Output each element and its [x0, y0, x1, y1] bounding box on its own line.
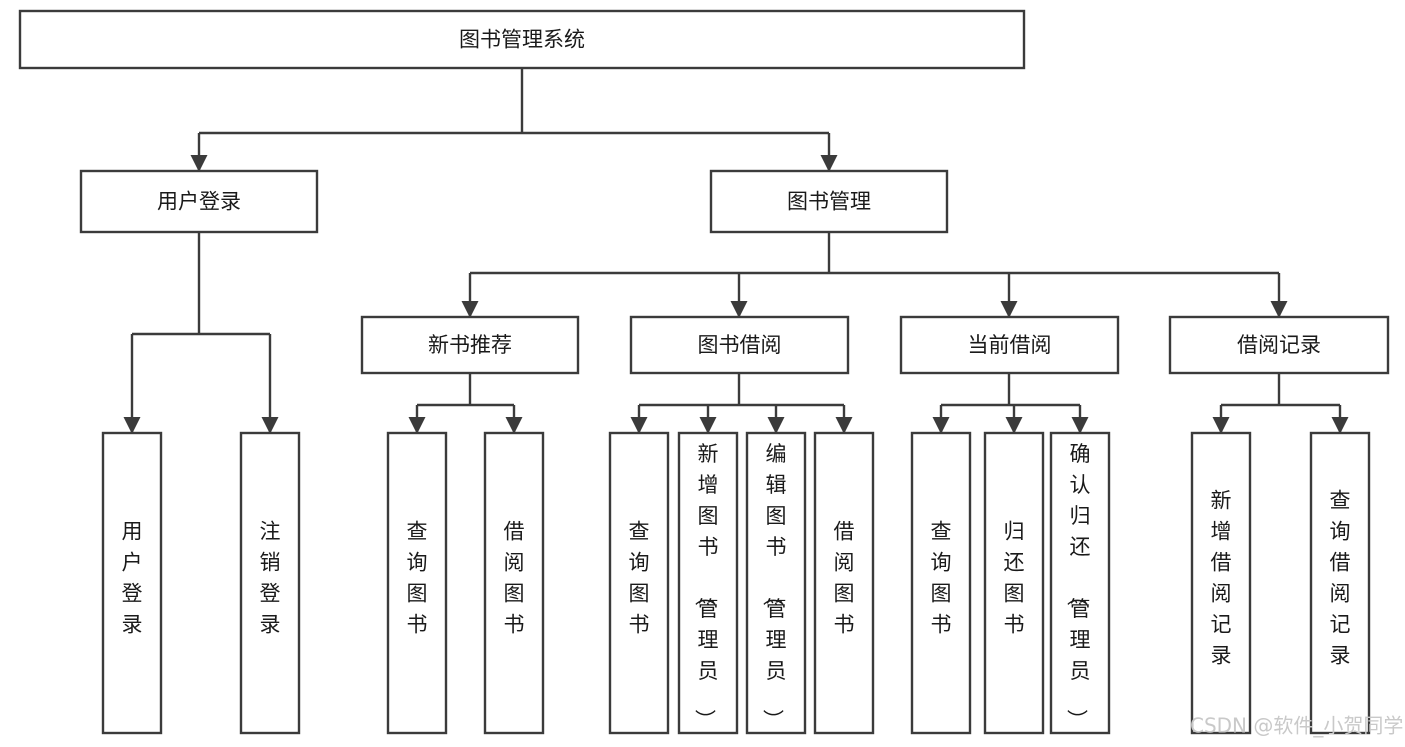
- node-leaf-query-book-current[interactable]: 查询图书: [910, 431, 972, 735]
- node-box[interactable]: [608, 431, 670, 735]
- node-label: 借阅记录: [1237, 333, 1321, 357]
- node-label: 确认归还（管理员）: [1065, 442, 1091, 730]
- connector-group-recommend-to-leaves: [408, 373, 523, 434]
- node-book-management[interactable]: 图书管理: [709, 169, 949, 234]
- arrow-head-icon: [505, 417, 523, 434]
- node-box[interactable]: [709, 169, 949, 234]
- node-label: 查询借阅记录: [1330, 489, 1351, 668]
- arrow-head-icon: [123, 417, 141, 434]
- node-box[interactable]: [1309, 431, 1371, 735]
- node-label: 图书管理: [787, 190, 871, 214]
- connector-group-userlogin-to-leaves: [123, 232, 279, 434]
- node-box[interactable]: [1190, 431, 1252, 735]
- node-book-borrow[interactable]: 图书借阅: [629, 315, 850, 375]
- node-box[interactable]: [101, 431, 163, 735]
- node-label: 借阅图书: [834, 520, 855, 637]
- node-label: 新书推荐: [428, 333, 512, 357]
- node-box[interactable]: [1168, 315, 1390, 375]
- arrow-head-icon: [1331, 417, 1349, 434]
- connector-group-borrow-to-leaves: [630, 373, 853, 434]
- node-leaf-logout-login[interactable]: 注销登录: [239, 431, 301, 735]
- arrow-head-icon: [820, 155, 838, 172]
- node-box[interactable]: [899, 315, 1120, 375]
- arrow-head-icon: [835, 417, 853, 434]
- node-label: 借阅图书: [504, 520, 525, 637]
- node-label: 图书管理系统: [459, 28, 585, 52]
- arrow-head-icon: [261, 417, 279, 434]
- node-label: 注销登录: [260, 520, 281, 637]
- arrow-head-icon: [730, 301, 748, 318]
- node-current-borrow[interactable]: 当前借阅: [899, 315, 1120, 375]
- node-label: 新增借阅记录: [1211, 489, 1232, 668]
- nodes-layer: 图书管理系统用户登录图书管理新书推荐图书借阅当前借阅借阅记录用户登录注销登录查询…: [18, 9, 1390, 735]
- node-leaf-borrow-book[interactable]: 借阅图书: [813, 431, 875, 735]
- node-leaf-add-book-admin[interactable]: 新增图书（管理员）: [677, 431, 739, 735]
- node-leaf-return-book[interactable]: 归还图书: [983, 431, 1045, 735]
- arrow-head-icon: [1071, 417, 1089, 434]
- node-box[interactable]: [813, 431, 875, 735]
- connector-group-current-to-leaves: [932, 373, 1089, 434]
- node-box[interactable]: [745, 431, 807, 735]
- node-leaf-add-borrow-record[interactable]: 新增借阅记录: [1190, 431, 1252, 735]
- connector-group-root-to-level2: [190, 68, 838, 172]
- node-box[interactable]: [983, 431, 1045, 735]
- node-box[interactable]: [386, 431, 448, 735]
- node-box[interactable]: [79, 169, 319, 234]
- node-box[interactable]: [1049, 431, 1111, 735]
- node-label: 用户登录: [122, 520, 143, 637]
- node-leaf-borrow-book-recommend[interactable]: 借阅图书: [483, 431, 545, 735]
- node-label: 用户登录: [157, 190, 241, 214]
- arrow-head-icon: [1005, 417, 1023, 434]
- arrow-head-icon: [1000, 301, 1018, 318]
- arrow-head-icon: [767, 417, 785, 434]
- node-box[interactable]: [239, 431, 301, 735]
- node-label: 编辑图书（管理员）: [761, 442, 787, 730]
- node-leaf-confirm-return-admin[interactable]: 确认归还（管理员）: [1049, 431, 1111, 735]
- arrow-head-icon: [630, 417, 648, 434]
- node-label: 新增图书（管理员）: [693, 442, 719, 730]
- node-box[interactable]: [629, 315, 850, 375]
- node-leaf-user-login[interactable]: 用户登录: [101, 431, 163, 735]
- node-box[interactable]: [910, 431, 972, 735]
- node-leaf-edit-book-admin[interactable]: 编辑图书（管理员）: [745, 431, 807, 735]
- node-label: 归还图书: [1004, 520, 1025, 637]
- node-label: 查询图书: [407, 520, 428, 637]
- node-borrow-record[interactable]: 借阅记录: [1168, 315, 1390, 375]
- node-label: 查询图书: [931, 520, 952, 637]
- node-leaf-query-borrow-record[interactable]: 查询借阅记录: [1309, 431, 1371, 735]
- node-root[interactable]: 图书管理系统: [18, 9, 1026, 70]
- connectors-layer: [123, 68, 1349, 434]
- arrow-head-icon: [1212, 417, 1230, 434]
- arrow-head-icon: [1270, 301, 1288, 318]
- csdn-watermark: CSDN @软件_小贺同学: [1190, 714, 1403, 738]
- node-box[interactable]: [360, 315, 580, 375]
- node-label: 图书借阅: [698, 333, 782, 357]
- node-label: 当前借阅: [968, 333, 1052, 357]
- node-leaf-query-book-borrow[interactable]: 查询图书: [608, 431, 670, 735]
- node-box[interactable]: [483, 431, 545, 735]
- arrow-head-icon: [699, 417, 717, 434]
- connector-group-record-to-leaves: [1212, 373, 1349, 434]
- arrow-head-icon: [932, 417, 950, 434]
- node-leaf-query-book-recommend[interactable]: 查询图书: [386, 431, 448, 735]
- connector-group-bookmgmt-to-level3: [461, 232, 1288, 318]
- node-box[interactable]: [18, 9, 1026, 70]
- arrow-head-icon: [190, 155, 208, 172]
- arrow-head-icon: [408, 417, 426, 434]
- arrow-head-icon: [461, 301, 479, 318]
- node-box[interactable]: [677, 431, 739, 735]
- node-user-login[interactable]: 用户登录: [79, 169, 319, 234]
- node-new-book-recommend[interactable]: 新书推荐: [360, 315, 580, 375]
- node-label: 查询图书: [629, 520, 650, 637]
